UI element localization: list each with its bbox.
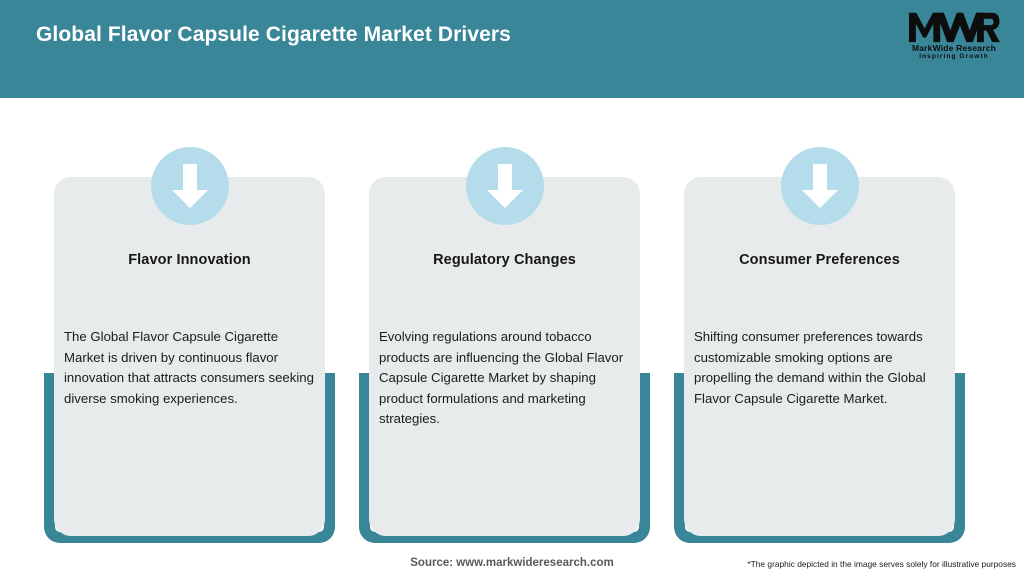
card-panel xyxy=(369,177,640,536)
card-title: Regulatory Changes xyxy=(433,252,576,268)
card-frame xyxy=(359,373,650,543)
brand-logo: MarkWide Research Inspiring Growth xyxy=(902,10,1006,68)
card-body: The Global Flavor Capsule Cigarette Mark… xyxy=(64,329,314,406)
logo-company-name: MarkWide Research xyxy=(911,43,997,53)
card-frame xyxy=(674,373,965,543)
header-bar xyxy=(0,0,1024,98)
down-arrow-icon xyxy=(780,147,859,225)
card-body: Evolving regulations around tobacco prod… xyxy=(379,329,624,426)
down-arrow-icon xyxy=(465,147,544,225)
card-body: Shifting consumer preferences towards cu… xyxy=(694,329,926,406)
down-arrow-glyph xyxy=(171,164,208,208)
card-title: Consumer Preferences xyxy=(739,252,900,268)
down-arrow-glyph xyxy=(486,164,523,208)
page-title: Global Flavor Capsule Cigarette Market D… xyxy=(36,23,511,46)
driver-card: Flavor Innovation The Global Flavor Caps… xyxy=(44,147,335,543)
down-arrow-glyph xyxy=(801,164,838,208)
card-title: Flavor Innovation xyxy=(128,252,251,268)
down-arrow-icon xyxy=(150,147,229,225)
card-panel xyxy=(54,177,325,536)
mwr-logo-icon xyxy=(908,12,1000,43)
card-frame xyxy=(44,373,335,543)
driver-card: Consumer Preferences Shifting consumer p… xyxy=(674,147,965,543)
driver-card: Regulatory Changes Evolving regulations … xyxy=(359,147,650,543)
source-label: Source: www.markwideresearch.com xyxy=(410,557,614,569)
card-panel xyxy=(684,177,955,536)
logo-tagline: Inspiring Growth xyxy=(919,53,989,60)
disclaimer-label: *The graphic depicted in the image serve… xyxy=(747,559,1016,569)
